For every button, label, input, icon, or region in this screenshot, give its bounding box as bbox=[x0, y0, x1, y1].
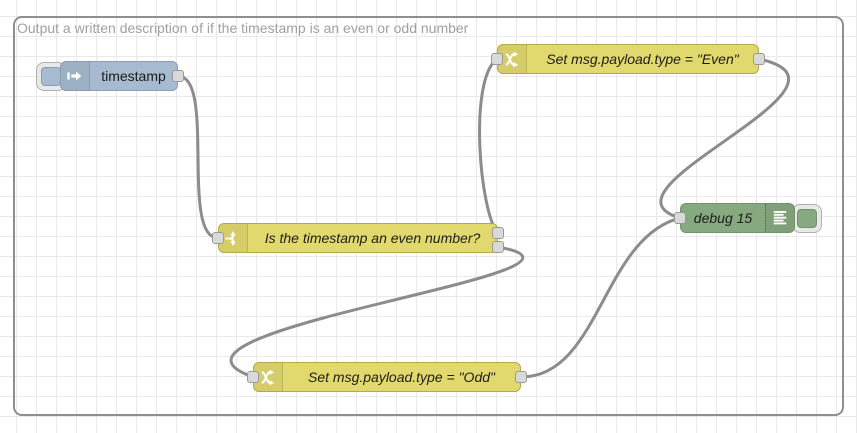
port-output-switch-1[interactable] bbox=[492, 227, 504, 239]
node-label: Is the timestamp an even number? bbox=[264, 230, 481, 246]
list-icon bbox=[765, 204, 794, 232]
wire-switch-to-change-even[interactable] bbox=[478, 57, 500, 235]
wire-change-even-to-debug[interactable] bbox=[659, 57, 791, 220]
port-input-change-even[interactable] bbox=[491, 53, 503, 65]
port-output-change-even[interactable] bbox=[753, 53, 765, 65]
port-output-switch-2[interactable] bbox=[492, 241, 504, 253]
node-change-set-odd[interactable]: Set msg.payload.type = "Odd" bbox=[253, 362, 521, 392]
group-outline[interactable] bbox=[13, 16, 844, 416]
wire-change-odd-to-debug[interactable] bbox=[520, 216, 681, 379]
debug-toggle-button-face bbox=[797, 209, 817, 228]
inject-trigger-button-face bbox=[41, 67, 61, 86]
node-inject-timestamp[interactable]: timestamp bbox=[60, 61, 178, 91]
group-label[interactable]: Output a written description of if the t… bbox=[17, 20, 469, 36]
debug-toggle-button[interactable] bbox=[792, 204, 822, 233]
port-input-change-odd[interactable] bbox=[247, 371, 259, 383]
arrow-in-icon bbox=[61, 62, 90, 90]
port-input-switch[interactable] bbox=[212, 232, 224, 244]
node-label: debug 15 bbox=[693, 210, 753, 226]
node-label: Set msg.payload.type = "Odd" bbox=[308, 369, 495, 385]
node-label: Set msg.payload.type = "Even" bbox=[546, 51, 739, 67]
node-change-set-even[interactable]: Set msg.payload.type = "Even" bbox=[497, 44, 759, 74]
node-label: timestamp bbox=[101, 68, 166, 84]
port-output-timestamp[interactable] bbox=[172, 70, 184, 82]
port-input-debug[interactable] bbox=[674, 212, 686, 224]
wire-inject-to-switch[interactable] bbox=[177, 74, 219, 240]
port-output-change-odd[interactable] bbox=[515, 371, 527, 383]
node-debug-15[interactable]: debug 15 bbox=[680, 203, 795, 233]
wire-switch-to-change-odd[interactable] bbox=[229, 245, 524, 379]
node-switch-even-check[interactable]: Is the timestamp an even number? bbox=[218, 223, 498, 253]
